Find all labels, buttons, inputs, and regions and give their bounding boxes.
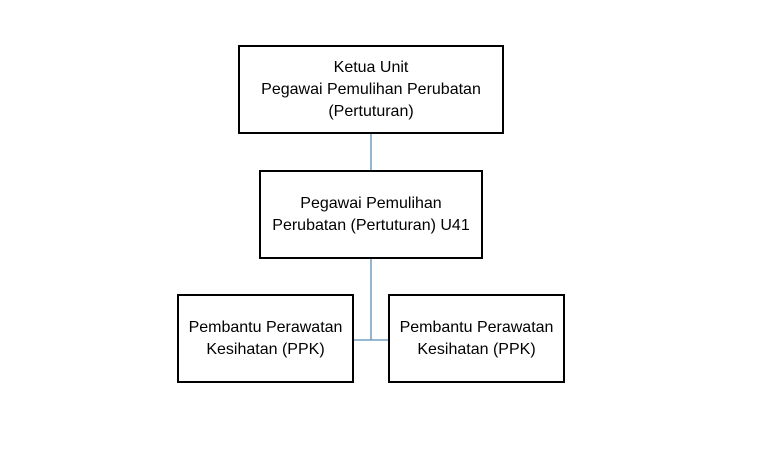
- org-node-assistant-right-line-1: Pembantu Perawatan: [399, 318, 554, 336]
- org-node-speech-officer: Pegawai Pemulihan Perubatan (Pertuturan)…: [259, 170, 483, 259]
- org-node-assistant-right: Pembantu Perawatan Kesihatan (PPK): [388, 294, 565, 383]
- org-node-officer-line-1: Pegawai Pemulihan: [300, 194, 442, 212]
- org-node-assistant-left-line-2: Kesihatan (PPK): [206, 340, 325, 358]
- org-node-head-of-unit: Ketua Unit Pegawai Pemulihan Perubatan (…: [238, 45, 504, 134]
- org-node-assistant-right-line-2: Kesihatan (PPK): [417, 340, 536, 358]
- org-node-assistant-left-line-1: Pembantu Perawatan: [188, 318, 343, 336]
- org-node-head-line-2: Pegawai Pemulihan Perubatan: [261, 80, 481, 98]
- org-node-head-line-3: (Pertuturan): [328, 102, 414, 120]
- org-node-head-line-1: Ketua Unit: [333, 58, 409, 76]
- org-node-officer-line-2: Perubatan (Pertuturan) U41: [272, 216, 470, 234]
- org-node-assistant-left: Pembantu Perawatan Kesihatan (PPK): [177, 294, 354, 383]
